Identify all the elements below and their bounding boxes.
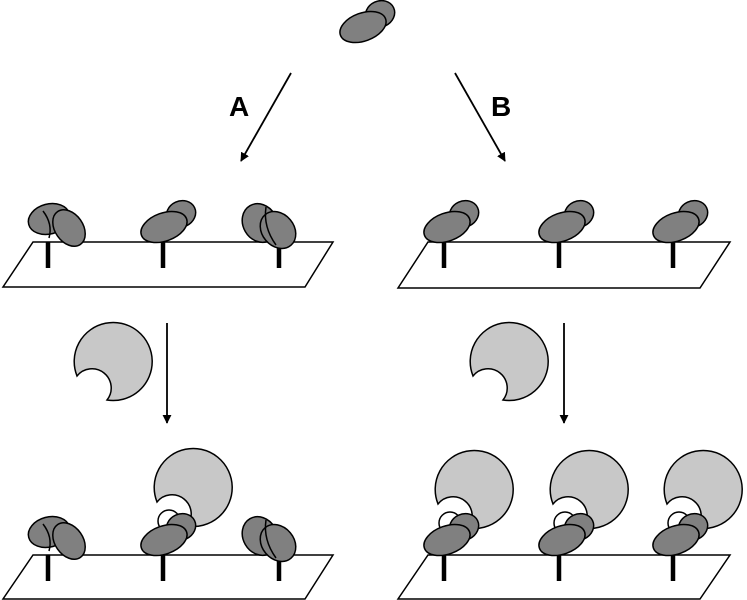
immobilized-molecule [647, 195, 713, 250]
receptor-a [73, 321, 153, 402]
arrow-a [240, 72, 292, 162]
surface-b-initial [396, 195, 732, 289]
receptor-b [469, 321, 549, 402]
label-b: B [491, 91, 511, 122]
label-a: A [229, 91, 249, 122]
free-protein-molecule [334, 0, 400, 50]
immobilized-molecule [533, 195, 599, 250]
surface-a-initial [1, 195, 335, 288]
surface-a-bound [1, 447, 335, 600]
immobilized-molecule [135, 195, 201, 250]
surface-b-bound [396, 449, 743, 600]
arrow-b [454, 72, 506, 162]
immobilized-molecule [418, 195, 484, 250]
